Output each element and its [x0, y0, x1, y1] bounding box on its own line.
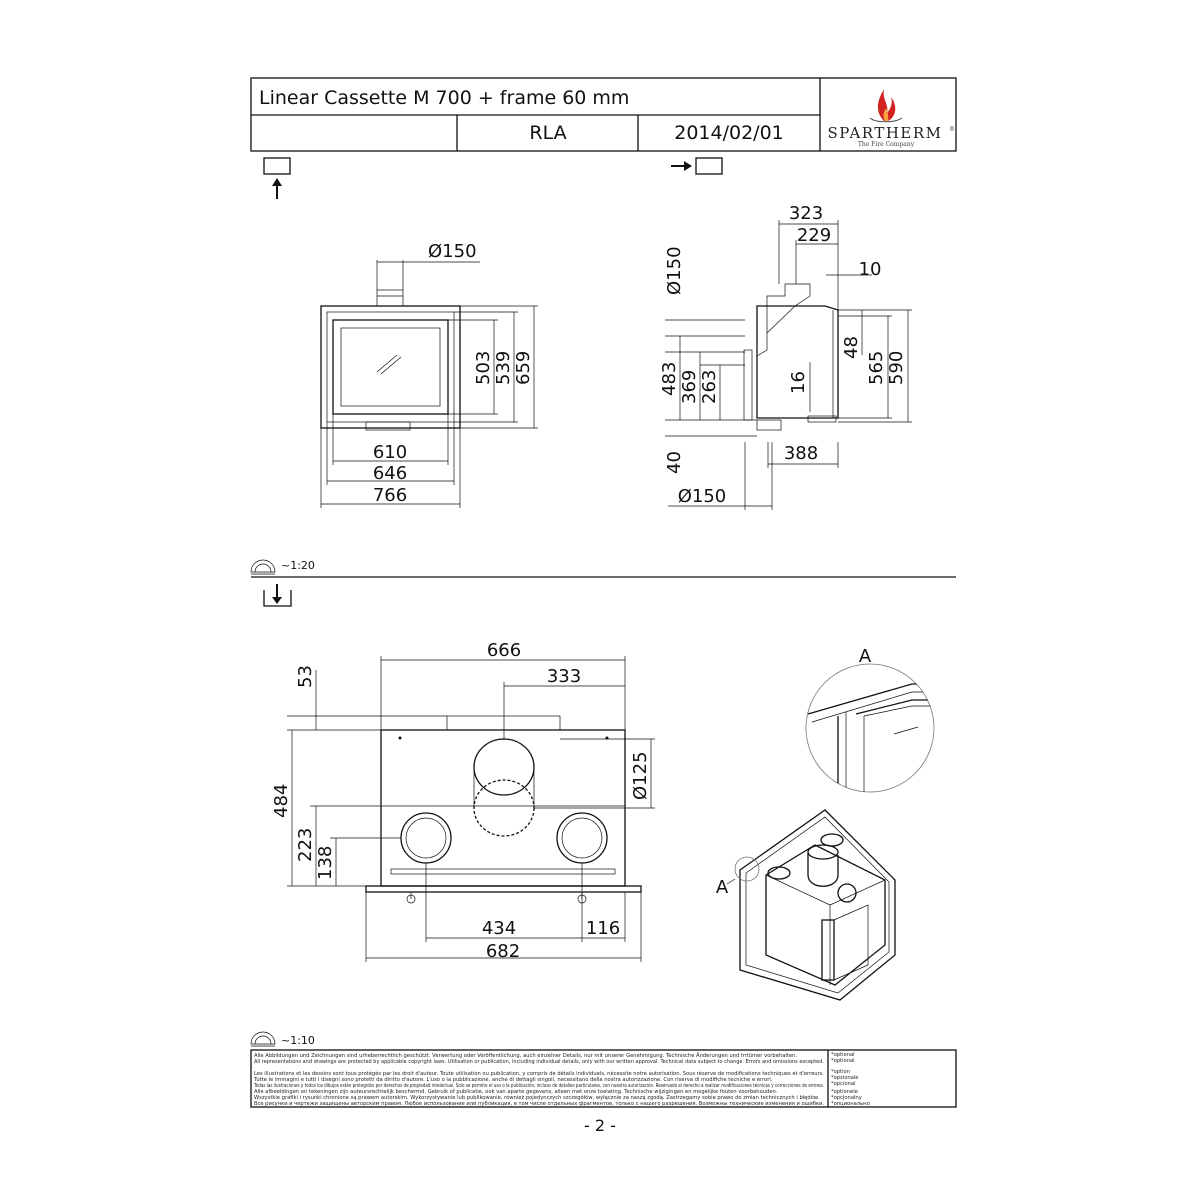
optional-pl: *opcjonalny	[831, 1095, 862, 1101]
scale-1-label: ~1:20	[281, 559, 315, 572]
spartherm-flame-logo-icon	[869, 89, 903, 123]
side-view-drawing	[665, 220, 912, 510]
top-height-484: 484	[271, 784, 292, 818]
optional-fr: *option	[831, 1069, 850, 1075]
top-view-drawing	[287, 656, 655, 962]
scale-ruler-icon-2	[250, 1031, 276, 1047]
side-flue-top-diameter: Ø150	[664, 246, 685, 295]
legal-footer: Alle Abbildungen und Zeichnungen sind ur…	[250, 1049, 957, 1108]
side-height-48: 48	[841, 336, 862, 359]
optional-it: *opzionale	[831, 1075, 859, 1081]
legal-line-de: Alle Abbildungen und Zeichnungen sind ur…	[254, 1052, 797, 1059]
page-number: - 2 -	[584, 1116, 616, 1135]
title-block: Linear Cassette M 700 + frame 60 mm RLA …	[250, 77, 957, 152]
legal-line-nl: Alle afbeeldingen en tekeningen zijn aut…	[254, 1089, 778, 1095]
drawing-date: 2014/02/01	[674, 122, 784, 144]
side-height-263: 263	[699, 370, 720, 404]
side-bottom-388: 388	[784, 443, 818, 464]
side-depth-229: 229	[797, 225, 831, 246]
scale-2-label: ~1:10	[281, 1034, 315, 1047]
drawing-title: Linear Cassette M 700 + frame 60 mm	[259, 87, 629, 109]
legal-line-en: All representations and drawings are pro…	[254, 1059, 824, 1065]
brand-tagline: The Fire Company	[858, 141, 915, 148]
front-height-539: 539	[493, 351, 514, 385]
front-width-646: 646	[373, 463, 407, 484]
scale-ruler-icon	[250, 559, 276, 575]
top-height-223: 223	[295, 828, 316, 862]
side-bottom-height-40: 40	[664, 451, 685, 474]
isometric-view-drawing	[726, 809, 896, 1001]
front-view-drawing	[320, 260, 538, 508]
front-height-503: 503	[473, 351, 494, 385]
front-flue-diameter: Ø150	[428, 241, 477, 262]
detail-a-reference-label: A	[716, 877, 729, 898]
top-width-666: 666	[487, 640, 521, 661]
front-width-610: 610	[373, 442, 407, 463]
top-height-53: 53	[295, 665, 316, 688]
side-height-369: 369	[679, 370, 700, 404]
side-depth-323: 323	[789, 203, 823, 224]
side-height-483: 483	[659, 362, 680, 396]
detail-a-drawing	[805, 663, 935, 793]
legal-line-es: Todas las ilustraciones y todos los dibu…	[253, 1082, 824, 1089]
brand-registered-mark: ®	[949, 126, 955, 133]
side-height-565: 565	[866, 351, 887, 385]
detail-a-label: A	[859, 646, 872, 667]
side-inner-16: 16	[788, 371, 809, 394]
top-offset-333: 333	[547, 666, 581, 687]
legal-line-it: Tutte le immagini e tutti i disegni sono…	[253, 1077, 773, 1083]
optional-ru: *опционально	[831, 1101, 870, 1107]
side-height-590: 590	[886, 351, 907, 385]
brand-name: SPARTHERM	[827, 124, 942, 142]
side-flue-bottom-diameter: Ø150	[678, 486, 727, 507]
side-view-indicator-icon	[671, 157, 723, 175]
top-view-indicator-icon	[263, 584, 292, 607]
legal-line-fr: Les illustrations et les dessins sont to…	[254, 1070, 824, 1077]
optional-nl: *optionele	[831, 1089, 858, 1095]
front-height-659: 659	[513, 351, 534, 385]
top-bottom-434: 434	[482, 918, 516, 939]
optional-en: *optional	[831, 1058, 855, 1064]
front-view-indicator-icon	[263, 157, 291, 199]
side-offset-10: 10	[859, 259, 882, 280]
top-height-138: 138	[315, 846, 336, 880]
top-air-inlet-diameter: Ø125	[630, 751, 651, 800]
top-bottom-116: 116	[586, 918, 620, 939]
legal-line-pl: Wszystkie grafiki i rysunki chronione są…	[254, 1094, 820, 1101]
drawing-author: RLA	[529, 122, 566, 144]
top-bottom-682: 682	[486, 941, 520, 962]
optional-de: *optional	[831, 1052, 855, 1058]
optional-es: *opcional	[831, 1081, 855, 1087]
legal-line-ru: Все рисунки и чертежи защищены авторским…	[254, 1101, 824, 1107]
front-width-766: 766	[373, 485, 407, 506]
